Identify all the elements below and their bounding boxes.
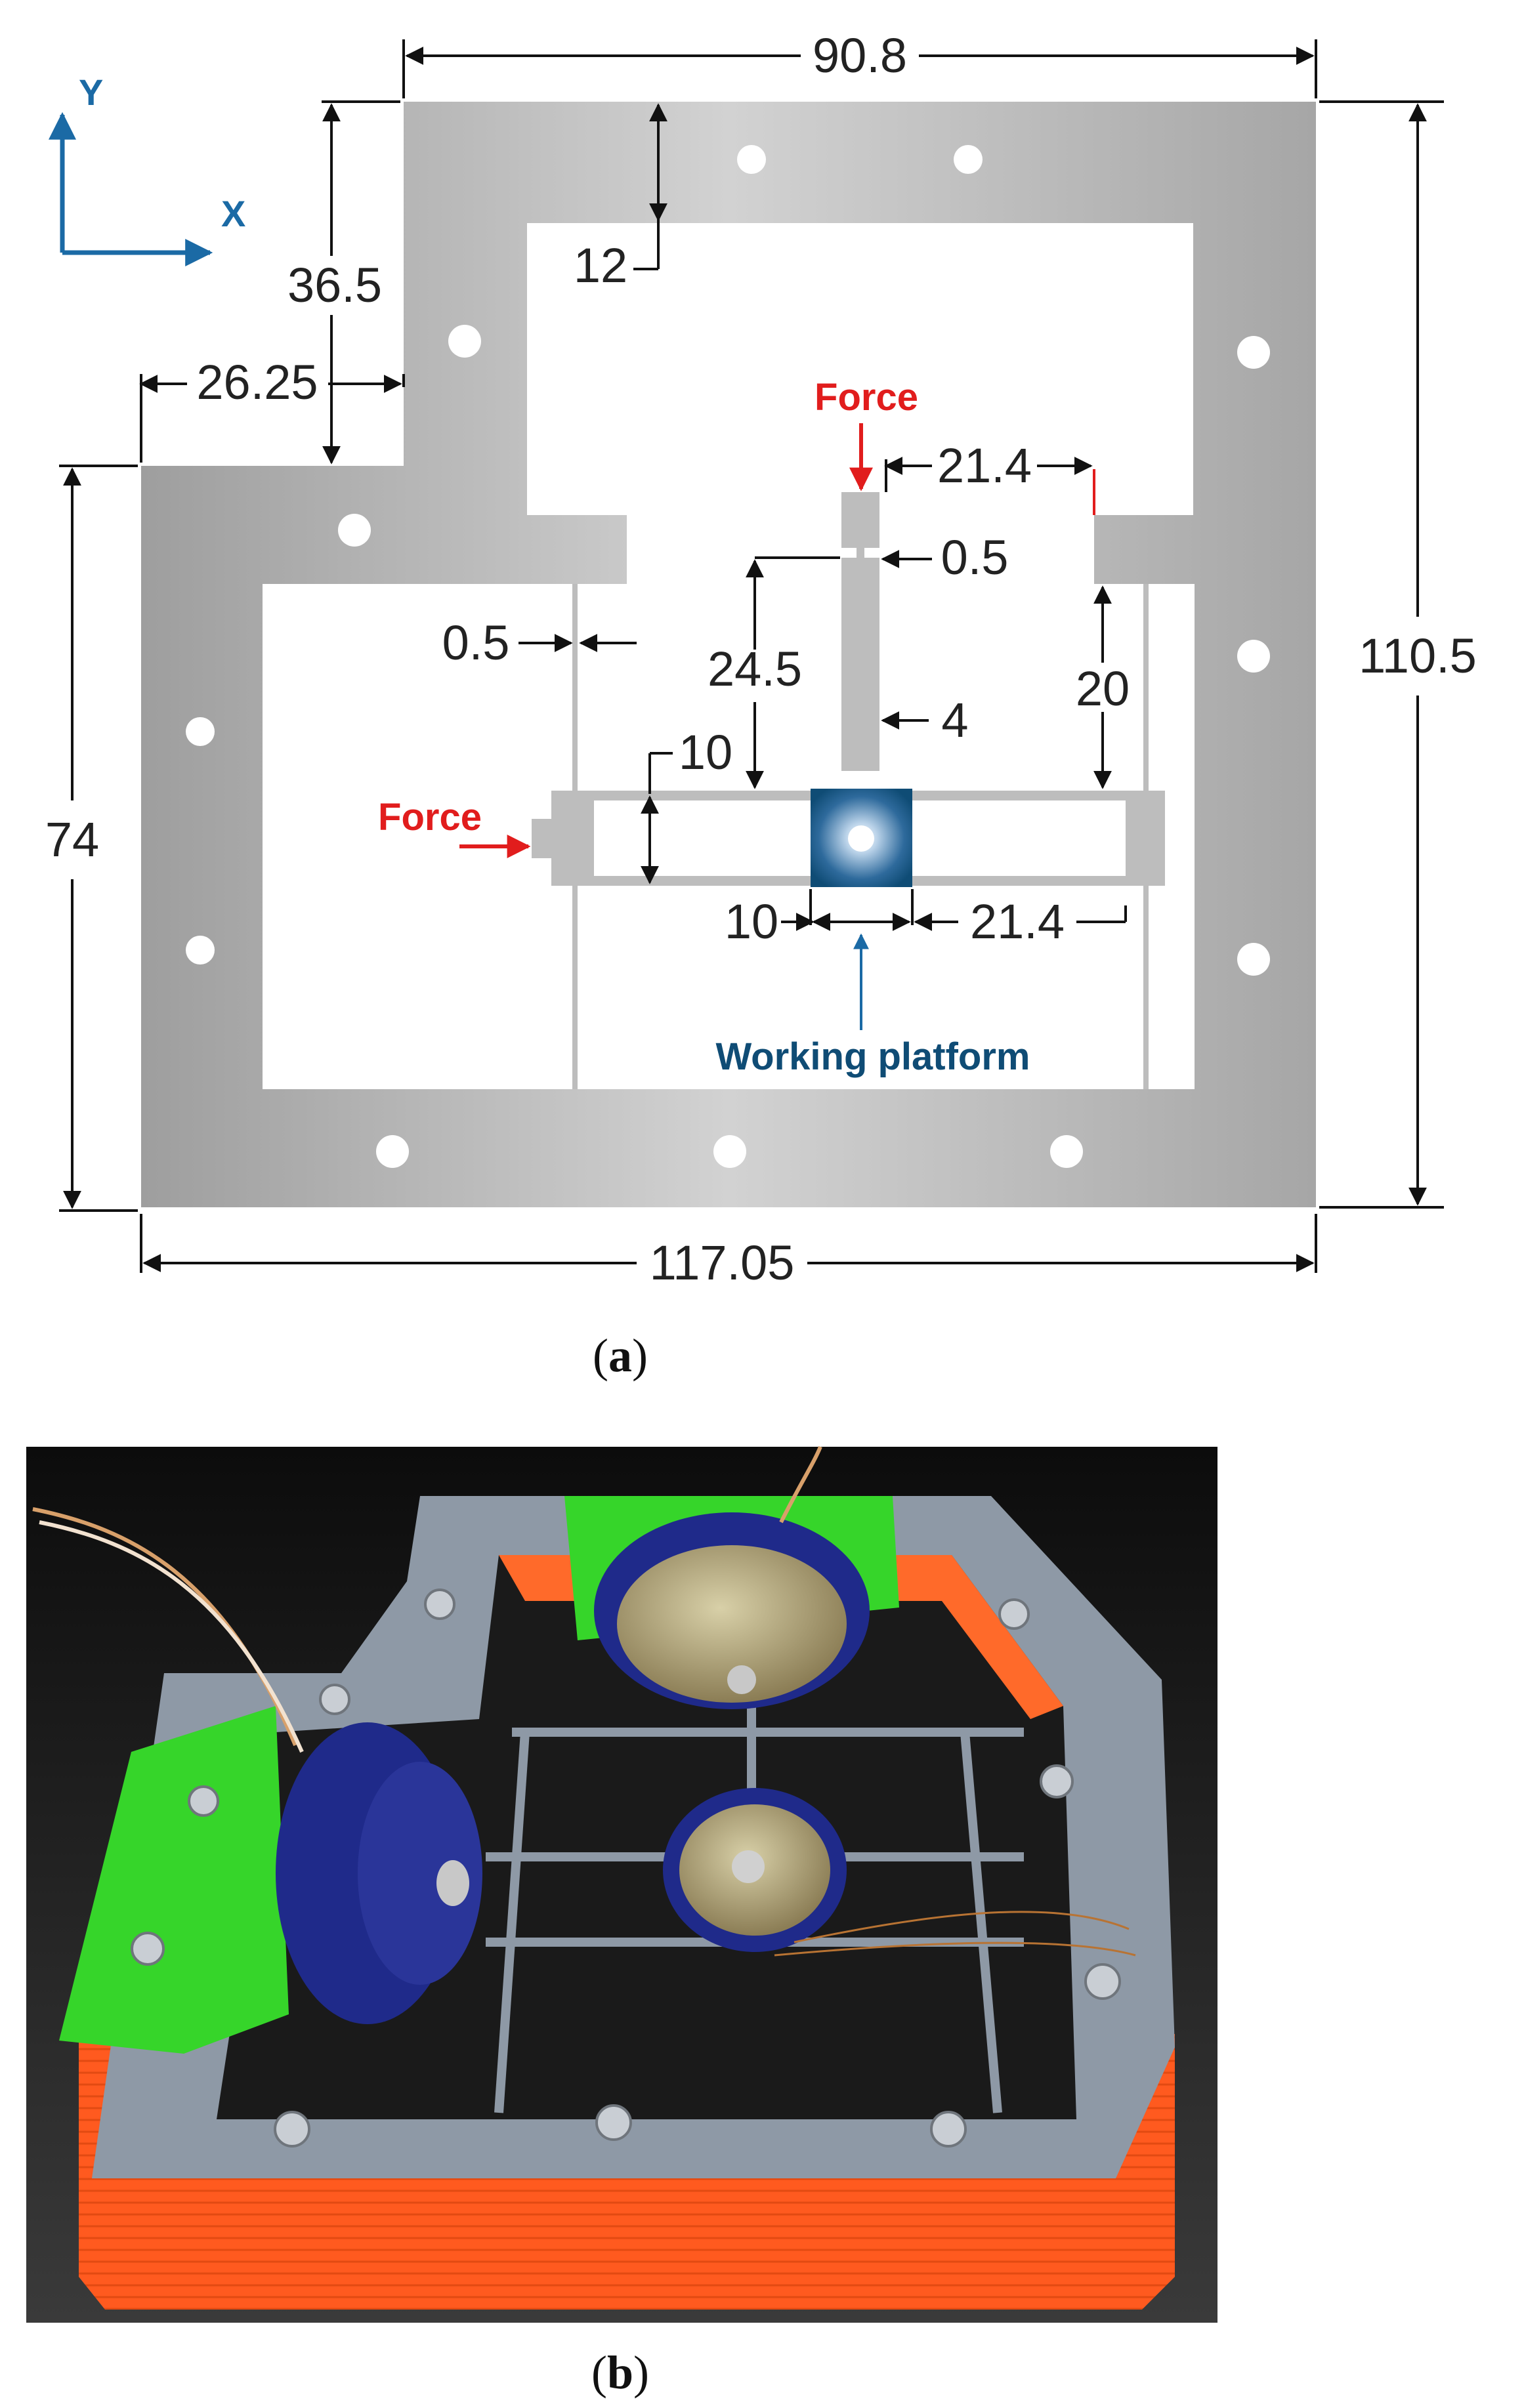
caption-b: (b) <box>591 2346 649 2399</box>
dim-left-step-width: 26.25 <box>196 355 318 409</box>
dim-platform-width: 10 <box>725 894 778 949</box>
copper-wires <box>32 1445 1136 1957</box>
dim-top-width: 90.8 <box>813 28 907 83</box>
vertical-beam-lower <box>841 558 879 771</box>
panel-a: Y X <box>45 28 1477 1382</box>
top-coil-assembly <box>594 1512 870 1709</box>
coordinate-axes: Y X <box>49 72 245 266</box>
force-left-label: Force <box>378 796 482 839</box>
dim-left-height: 74 <box>45 812 99 867</box>
screws <box>131 1588 1121 2148</box>
dim-beam-length-top: 21.4 <box>937 438 1032 493</box>
vertical-beam <box>841 492 879 548</box>
dim-total-height: 110.5 <box>1359 629 1477 683</box>
dim-right-beam-height: 20 <box>1076 661 1130 716</box>
dim-gap-right: 0.5 <box>941 530 1009 585</box>
dim-left-step-height: 36.5 <box>287 258 382 312</box>
dimension-lines <box>59 39 1444 1273</box>
caption-a: (a) <box>593 1329 648 1382</box>
working-platform-label: Working platform <box>715 1035 1030 1078</box>
dim-vertical-beam-width: 4 <box>941 693 968 747</box>
force-top-arrow: Force <box>815 376 918 491</box>
mounting-holes <box>186 145 1270 1168</box>
x-axis-label: X <box>221 193 245 234</box>
green-mount-left <box>59 1706 289 2054</box>
working-platform-arrow: Working platform <box>715 933 1030 1078</box>
dim-top-margin: 12 <box>574 238 627 293</box>
panel-b-photo <box>26 1445 1217 2323</box>
left-coil-assembly <box>276 1722 482 2024</box>
center-magnet <box>663 1788 847 1952</box>
force-top-label: Force <box>815 376 918 419</box>
force-left-arrow: Force <box>378 796 531 858</box>
dim-bottom-width: 117.05 <box>650 1235 795 1290</box>
y-axis-label: Y <box>79 72 103 113</box>
dim-vertical-beam-length: 24.5 <box>708 642 802 696</box>
dim-gap-left: 0.5 <box>442 615 510 670</box>
dim-platform-height: 10 <box>679 725 732 779</box>
dim-beam-length-bottom: 21.4 <box>970 894 1065 949</box>
